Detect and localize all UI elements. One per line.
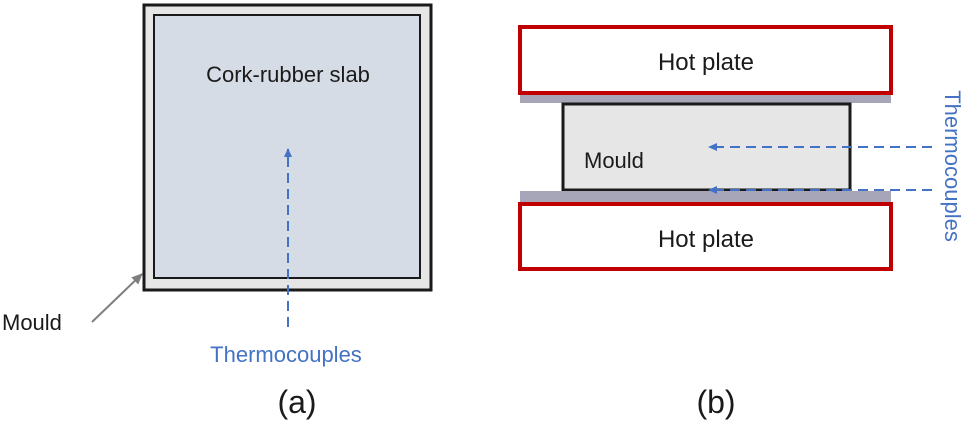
hot-plate-bottom-label: Hot plate [658, 226, 754, 253]
hot-plate-top [518, 25, 893, 95]
thermocouples-label-a: Thermocouples [210, 342, 362, 367]
mould-label-b: Mould [584, 148, 644, 173]
hot-plate-bottom-gap [520, 191, 891, 202]
panel-a: Cork-rubber slab Thermocouples Mould (a) [2, 3, 433, 420]
mould-leader-arrow [91, 273, 143, 323]
cork-rubber-slab [153, 14, 421, 279]
mould-b [561, 102, 852, 192]
thermocouples-label-b: Thermocouples [940, 90, 965, 242]
panel-b: Hot plate Mould Hot plate Thermocouples … [518, 25, 965, 420]
mould-label-a: Mould [2, 310, 62, 335]
caption-b: (b) [696, 384, 735, 420]
hot-plate-bottom [518, 202, 893, 271]
caption-a: (a) [277, 384, 316, 420]
hot-plate-top-label: Hot plate [658, 49, 754, 76]
hot-plate-top-gap [520, 94, 891, 103]
slab-label: Cork-rubber slab [206, 62, 370, 87]
